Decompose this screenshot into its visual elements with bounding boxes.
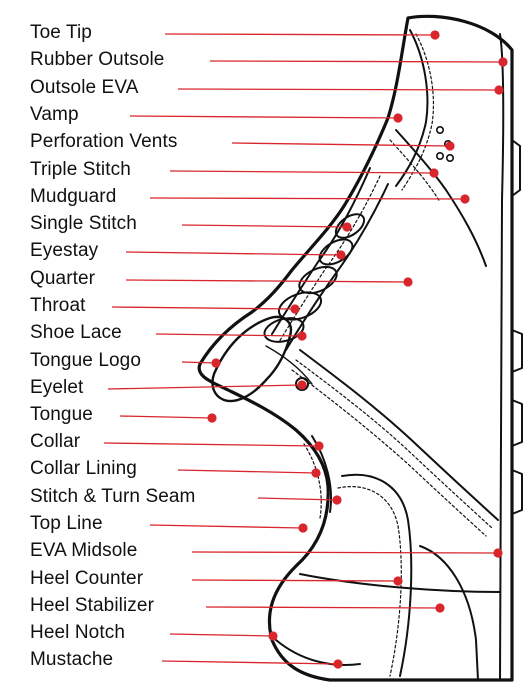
leader-line [150,525,303,528]
leader-dot [336,250,345,259]
leader-dot [268,631,277,640]
part-label: Tongue [30,404,93,426]
leader-dot [429,168,438,177]
leader-line [232,143,450,146]
leader-dot [333,659,342,668]
outsole-wall [500,34,503,680]
leader-line [156,334,302,336]
part-label: Toe Tip [30,22,92,44]
leader-dot [460,194,469,203]
leader-line [126,280,408,282]
leader-line [150,198,465,199]
leader-line [130,116,398,118]
part-label: Top Line [30,513,103,535]
leader-dot [311,468,320,477]
leader-line [170,634,273,636]
part-label: Shoe Lace [30,322,122,344]
leader-dot [430,30,439,39]
part-label: Triple Stitch [30,159,131,181]
mudguard-seam [396,130,486,266]
leader-line [108,385,302,389]
leader-line [120,416,212,418]
leader-line [206,607,440,608]
leader-dot [494,85,503,94]
part-label: Rubber Outsole [30,49,164,71]
leader-line [104,443,319,446]
leader-line [178,89,499,90]
leader-line [182,225,347,227]
part-label: Mudguard [30,186,116,208]
part-label: Throat [30,295,86,317]
part-label: Tongue Logo [30,350,141,372]
part-label: Single Stitch [30,213,137,235]
leader-dot [342,222,351,231]
leader-dot [393,113,402,122]
part-label: Collar Lining [30,458,137,480]
part-label: Eyestay [30,240,98,262]
leader-line [170,171,434,173]
leader-dot [403,277,412,286]
part-label: Eyelet [30,377,83,399]
part-label: Heel Stabilizer [30,595,154,617]
leader-dot [498,57,507,66]
leader-line [192,580,398,581]
leader-dot [298,523,307,532]
leader-dot [445,141,454,150]
part-label: Vamp [30,104,79,126]
leader-dot [211,358,220,367]
leader-dot [493,548,502,557]
leader-dot [207,413,216,422]
part-label: EVA Midsole [30,540,137,562]
leader-dot [290,304,299,313]
leader-line [210,61,503,62]
leader-line [162,661,338,664]
leader-line [182,362,216,363]
part-label: Heel Counter [30,568,143,590]
leader-line [178,470,316,473]
leader-dot [332,495,341,504]
part-label: Quarter [30,268,95,290]
leader-dot [297,331,306,340]
leader-dot [393,576,402,585]
leader-dot [297,380,306,389]
part-label: Collar [30,431,80,453]
leader-line [192,552,498,553]
part-label: Mustache [30,649,113,671]
leader-dot [314,441,323,450]
leader-line [258,498,337,500]
part-label: Perforation Vents [30,131,177,153]
part-label: Stitch & Turn Seam [30,486,195,508]
leader-line [112,307,295,309]
leader-line [165,34,435,35]
part-label: Outsole EVA [30,77,138,99]
part-label: Heel Notch [30,622,125,644]
heel-stabilizer-seam [420,546,478,680]
leader-dot [435,603,444,612]
